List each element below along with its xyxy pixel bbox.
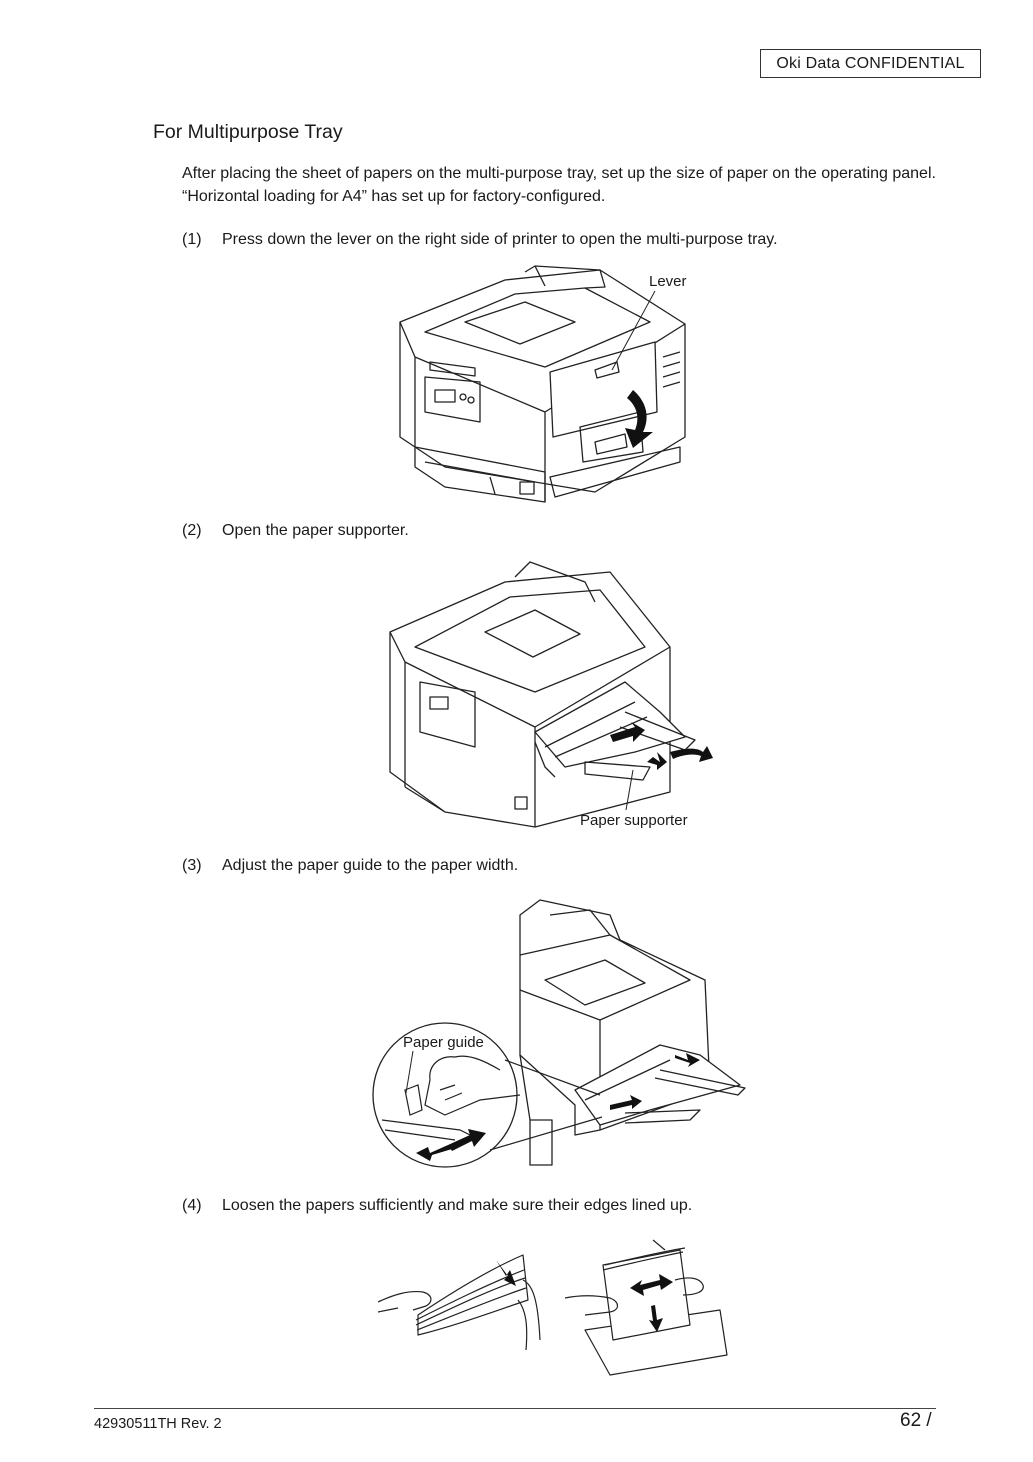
footer-divider — [94, 1408, 936, 1409]
step-text: Adjust the paper guide to the paper widt… — [222, 857, 519, 874]
step-number: (3) — [182, 857, 202, 874]
step-text: Open the paper supporter. — [222, 522, 409, 539]
paper-guide-illustration — [370, 895, 755, 1175]
printer-lever-illustration — [385, 262, 705, 512]
paper-supporter-illustration — [385, 552, 713, 832]
step-1: (1) Press down the lever on the right sid… — [182, 231, 778, 249]
loosen-papers-illustration — [378, 1240, 538, 1355]
confidential-badge: Oki Data CONFIDENTIAL — [760, 49, 981, 78]
step-text: Loosen the papers sufficiently and make … — [222, 1197, 693, 1214]
lever-callout: Lever — [649, 273, 687, 290]
step-3: (3) Adjust the paper guide to the paper w… — [182, 857, 518, 875]
page-number: 62 / — [900, 1410, 932, 1431]
step-number: (1) — [182, 231, 202, 248]
step-4: (4) Loosen the papers sufficiently and ma… — [182, 1197, 692, 1215]
step-text: Press down the lever on the right side o… — [222, 231, 778, 248]
paper-supporter-callout: Paper supporter — [580, 812, 688, 829]
step-number: (2) — [182, 522, 202, 539]
step-2: (2) Open the paper supporter. — [182, 522, 409, 540]
paper-guide-callout: Paper guide — [403, 1034, 484, 1051]
step-number: (4) — [182, 1197, 202, 1214]
document-id: 42930511TH Rev. 2 — [94, 1416, 222, 1432]
align-papers-illustration — [565, 1240, 735, 1375]
intro-paragraph: After placing the sheet of papers on the… — [182, 165, 936, 205]
section-title: For Multipurpose Tray — [153, 121, 343, 143]
